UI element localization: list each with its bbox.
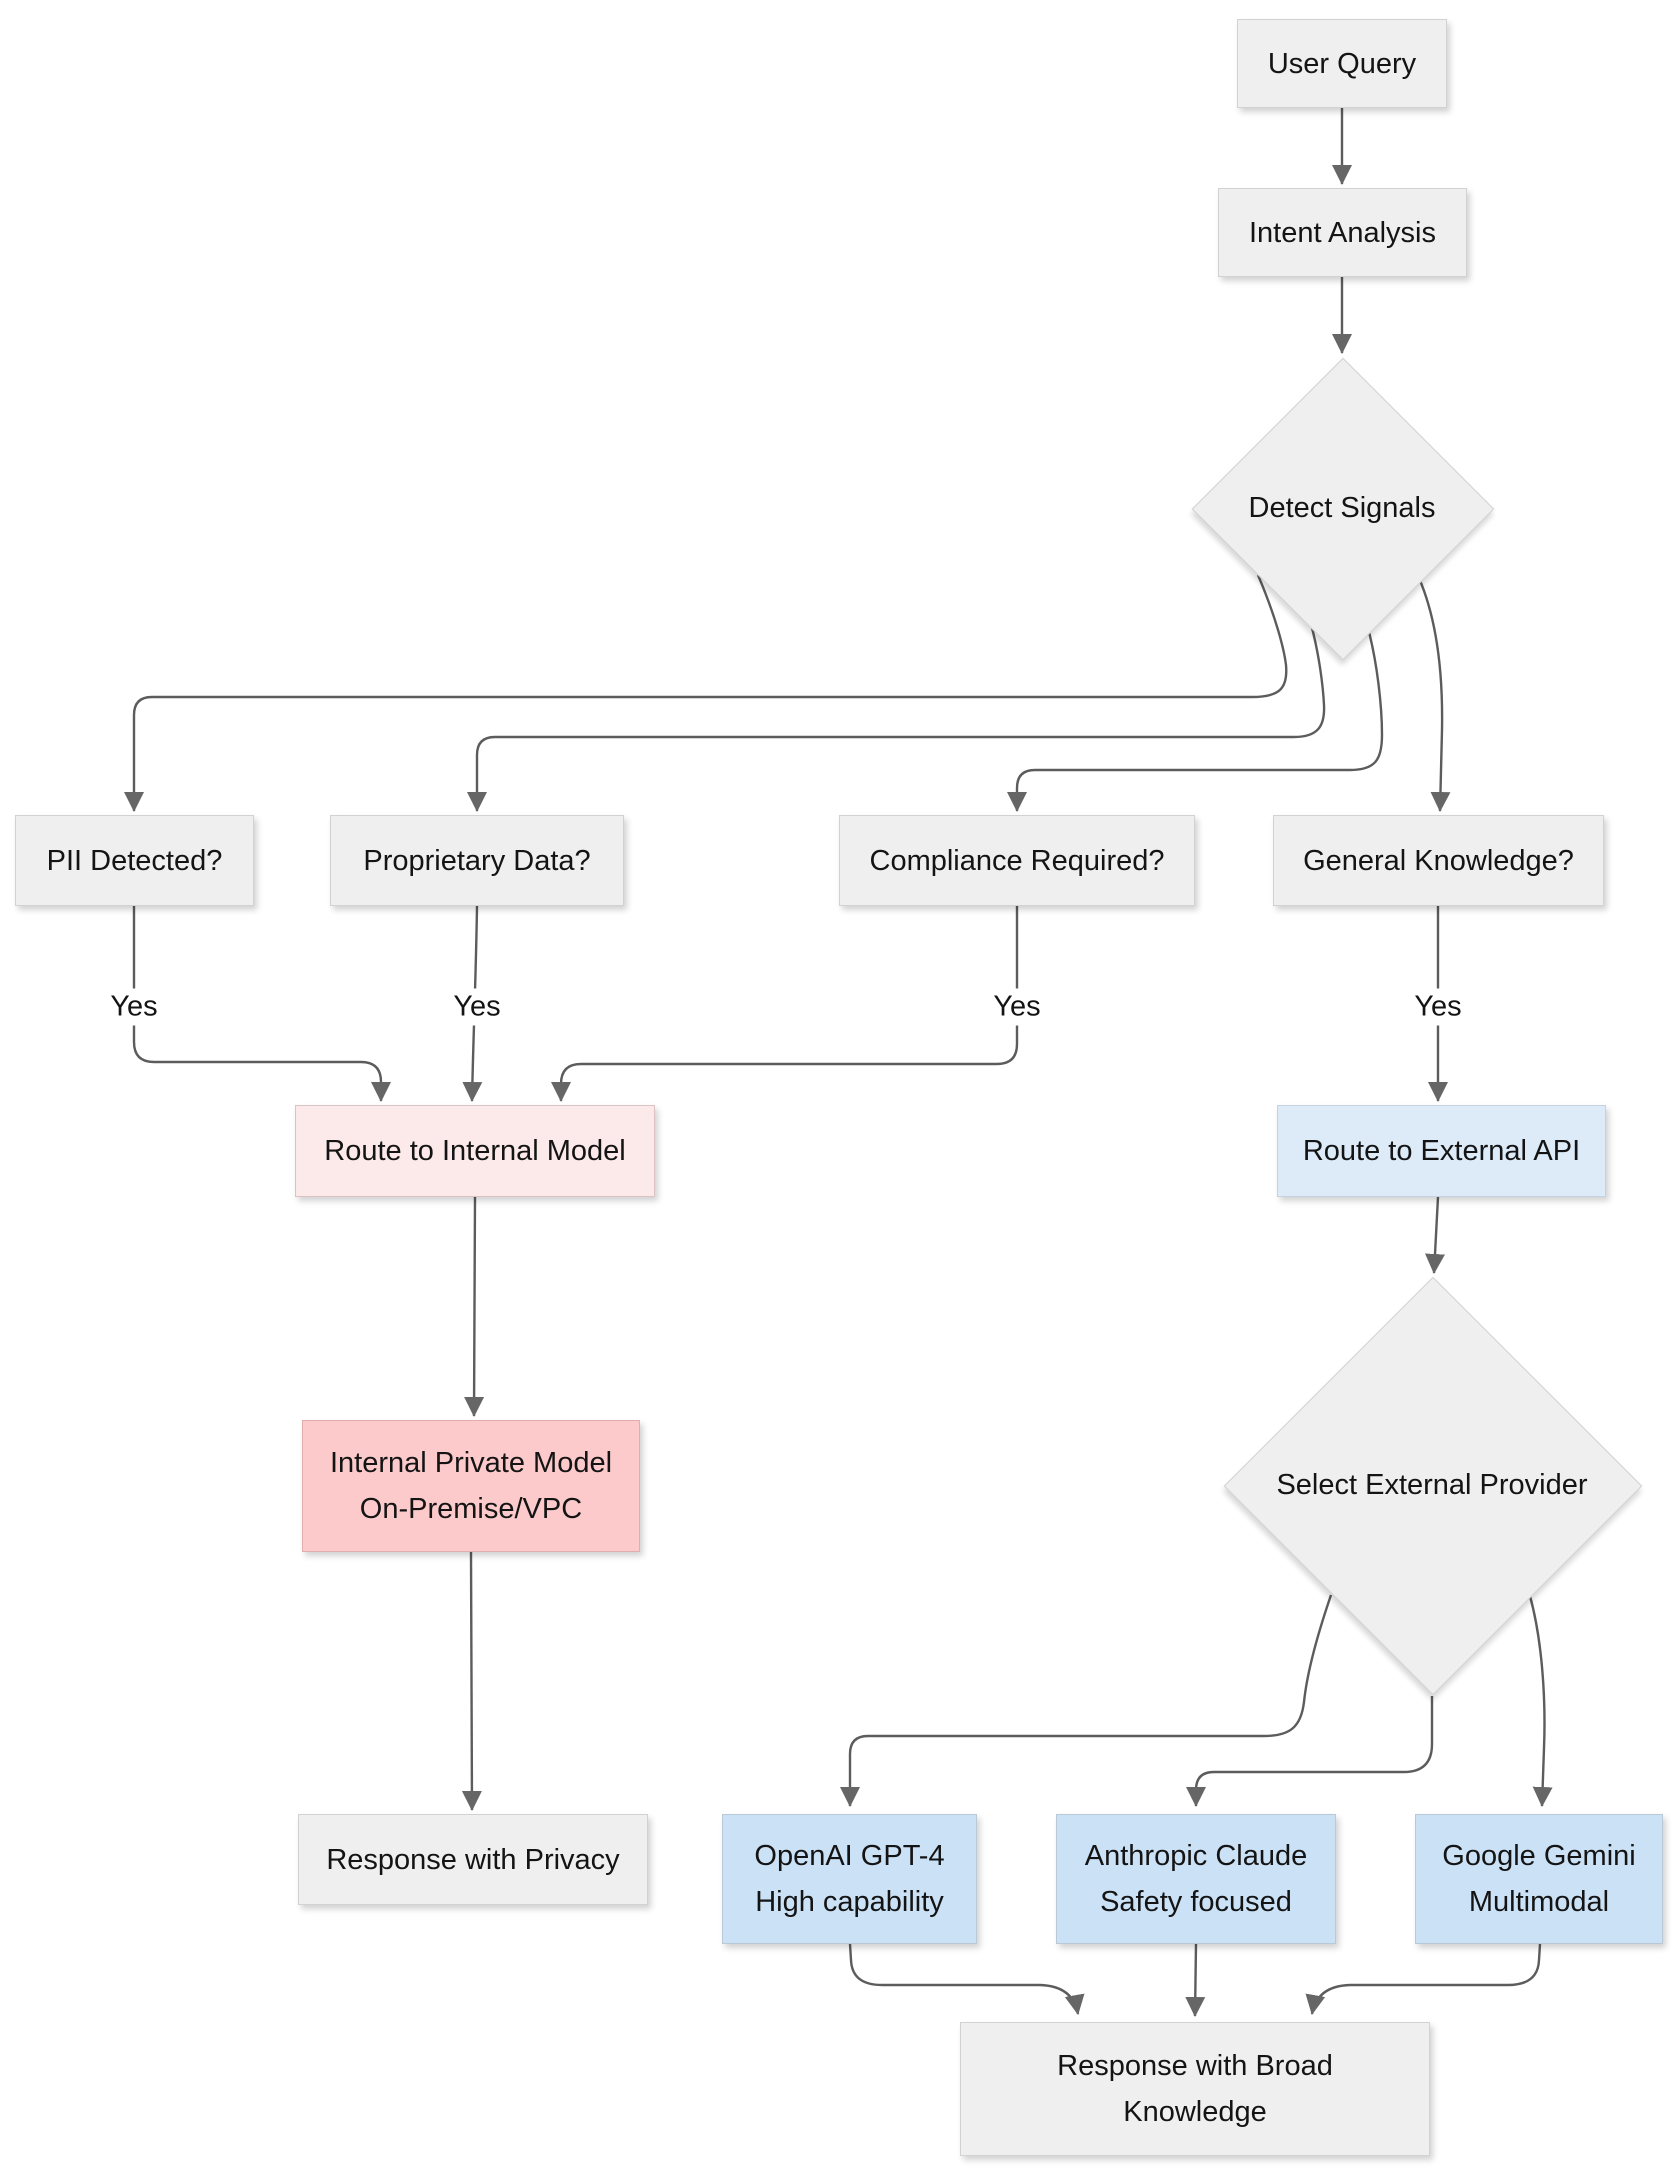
edge-label-yes-general: Yes (1404, 988, 1472, 1026)
yes-text: Yes (1414, 990, 1462, 1023)
node-response-broad: Response with Broad Knowledge (960, 2022, 1430, 2156)
edge-label-yes-compliance: Yes (983, 988, 1051, 1026)
edge-compliance-yes-to-route-internal (551, 906, 1019, 1102)
node-internal-model: Internal Private Model On-Premise/VPC (302, 1420, 640, 1552)
node-response-broad-line2: Knowledge (1123, 2096, 1267, 2128)
node-response-privacy: Response with Privacy (298, 1814, 648, 1905)
edge-select-provider-to-gemini (1528, 1595, 1553, 1807)
node-response-privacy-label: Response with Privacy (326, 1843, 620, 1876)
edge-internal-model-to-response-privacy (461, 1551, 482, 1811)
node-route-external-label: Route to External API (1302, 1135, 1581, 1167)
edge-pii-yes-to-route-internal (132, 906, 391, 1102)
edge-route-external-to-select-provider (1425, 1196, 1445, 1274)
edge-route-internal-to-internal-model (464, 1196, 485, 1417)
node-compliance-required-label: Compliance Required? (869, 844, 1165, 877)
edge-anthropic-to-response-broad (1185, 1943, 1206, 2017)
node-intent-analysis: Intent Analysis (1218, 188, 1467, 277)
edge-detect-signals-to-proprietary (467, 627, 1326, 812)
node-anthropic: Anthropic Claude Safety focused (1056, 1814, 1336, 1944)
edge-openai-to-response-broad (848, 1943, 1085, 2015)
select-provider-text: Select External Provider (1276, 1468, 1588, 1501)
node-compliance-required: Compliance Required? (839, 815, 1195, 906)
edge-detect-signals-to-pii (124, 574, 1288, 812)
detect-signals-text: Detect Signals (1248, 491, 1436, 524)
edge-detect-signals-to-general (1417, 577, 1451, 812)
node-user-query-label: User Query (1267, 47, 1417, 80)
node-openai: OpenAI GPT-4 High capability (722, 1814, 977, 1944)
edge-label-yes-pii: Yes (100, 988, 168, 1026)
node-gemini-line1: Google Gemini (1442, 1840, 1636, 1872)
edge-label-yes-proprietary: Yes (443, 988, 511, 1026)
node-route-internal: Route to Internal Model (295, 1105, 655, 1197)
node-gemini-line2: Multimodal (1468, 1886, 1610, 1918)
edge-detect-signals-to-compliance (1007, 627, 1384, 812)
node-general-knowledge-label: General Knowledge? (1303, 844, 1574, 877)
node-intent-analysis-label: Intent Analysis (1249, 216, 1436, 249)
edge-select-provider-to-openai (840, 1594, 1333, 1807)
edge-gemini-to-response-broad (1305, 1943, 1542, 2015)
yes-text: Yes (110, 990, 158, 1023)
node-response-broad-line1: Response with Broad (1057, 2050, 1333, 2082)
yes-text: Yes (453, 990, 501, 1023)
node-openai-line2: High capability (755, 1886, 944, 1918)
node-route-internal-label: Route to Internal Model (324, 1135, 626, 1167)
yes-text: Yes (993, 990, 1041, 1023)
node-anthropic-line1: Anthropic Claude (1084, 1840, 1308, 1872)
node-proprietary-data-label: Proprietary Data? (363, 844, 591, 877)
node-detect-signals-label: Detect Signals (1192, 478, 1492, 538)
node-anthropic-line2: Safety focused (1100, 1886, 1292, 1918)
node-gemini: Google Gemini Multimodal (1415, 1814, 1663, 1944)
node-pii-detected: PII Detected? (15, 815, 254, 906)
node-proprietary-data: Proprietary Data? (330, 815, 624, 906)
node-internal-model-line1: Internal Private Model (329, 1447, 613, 1479)
node-pii-detected-label: PII Detected? (46, 844, 223, 877)
node-openai-line1: OpenAI GPT-4 (754, 1840, 945, 1872)
node-select-provider-label: Select External Provider (1222, 1455, 1642, 1515)
node-route-external: Route to External API (1277, 1105, 1606, 1197)
edge-select-provider-to-anthropic (1186, 1696, 1434, 1807)
node-user-query: User Query (1237, 19, 1447, 108)
node-general-knowledge: General Knowledge? (1273, 815, 1604, 906)
node-internal-model-line2: On-Premise/VPC (359, 1493, 583, 1525)
